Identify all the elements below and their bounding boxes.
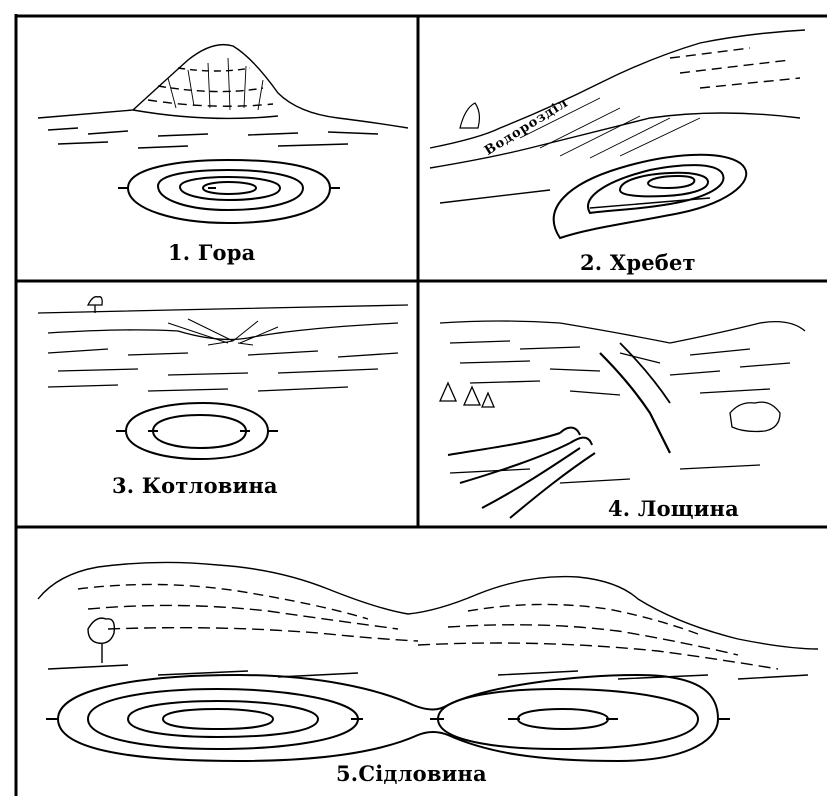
panel-gora: 1. Гора: [18, 18, 416, 279]
caption-kotlovyna: 3. Котловина: [112, 473, 278, 498]
caption-khrebet: 2. Хребет: [580, 250, 696, 275]
caption-gora: 1. Гора: [168, 240, 255, 265]
panel-kotlovyna: 3. Котловина: [18, 283, 416, 525]
panel-loshchyna: 4. Лощина: [420, 283, 825, 525]
hollow-sketch: [420, 283, 825, 525]
panel-sidlovyna: 5.Сідловина: [18, 529, 825, 796]
panel-khrebet: Водорозділ 2. Хребет: [420, 18, 825, 279]
caption-sidlovyna: 5.Сідловина: [336, 761, 487, 786]
caption-loshchyna: 4. Лощина: [608, 496, 739, 521]
ridge-sketch: [420, 18, 825, 279]
saddle-sketch: [18, 529, 825, 796]
